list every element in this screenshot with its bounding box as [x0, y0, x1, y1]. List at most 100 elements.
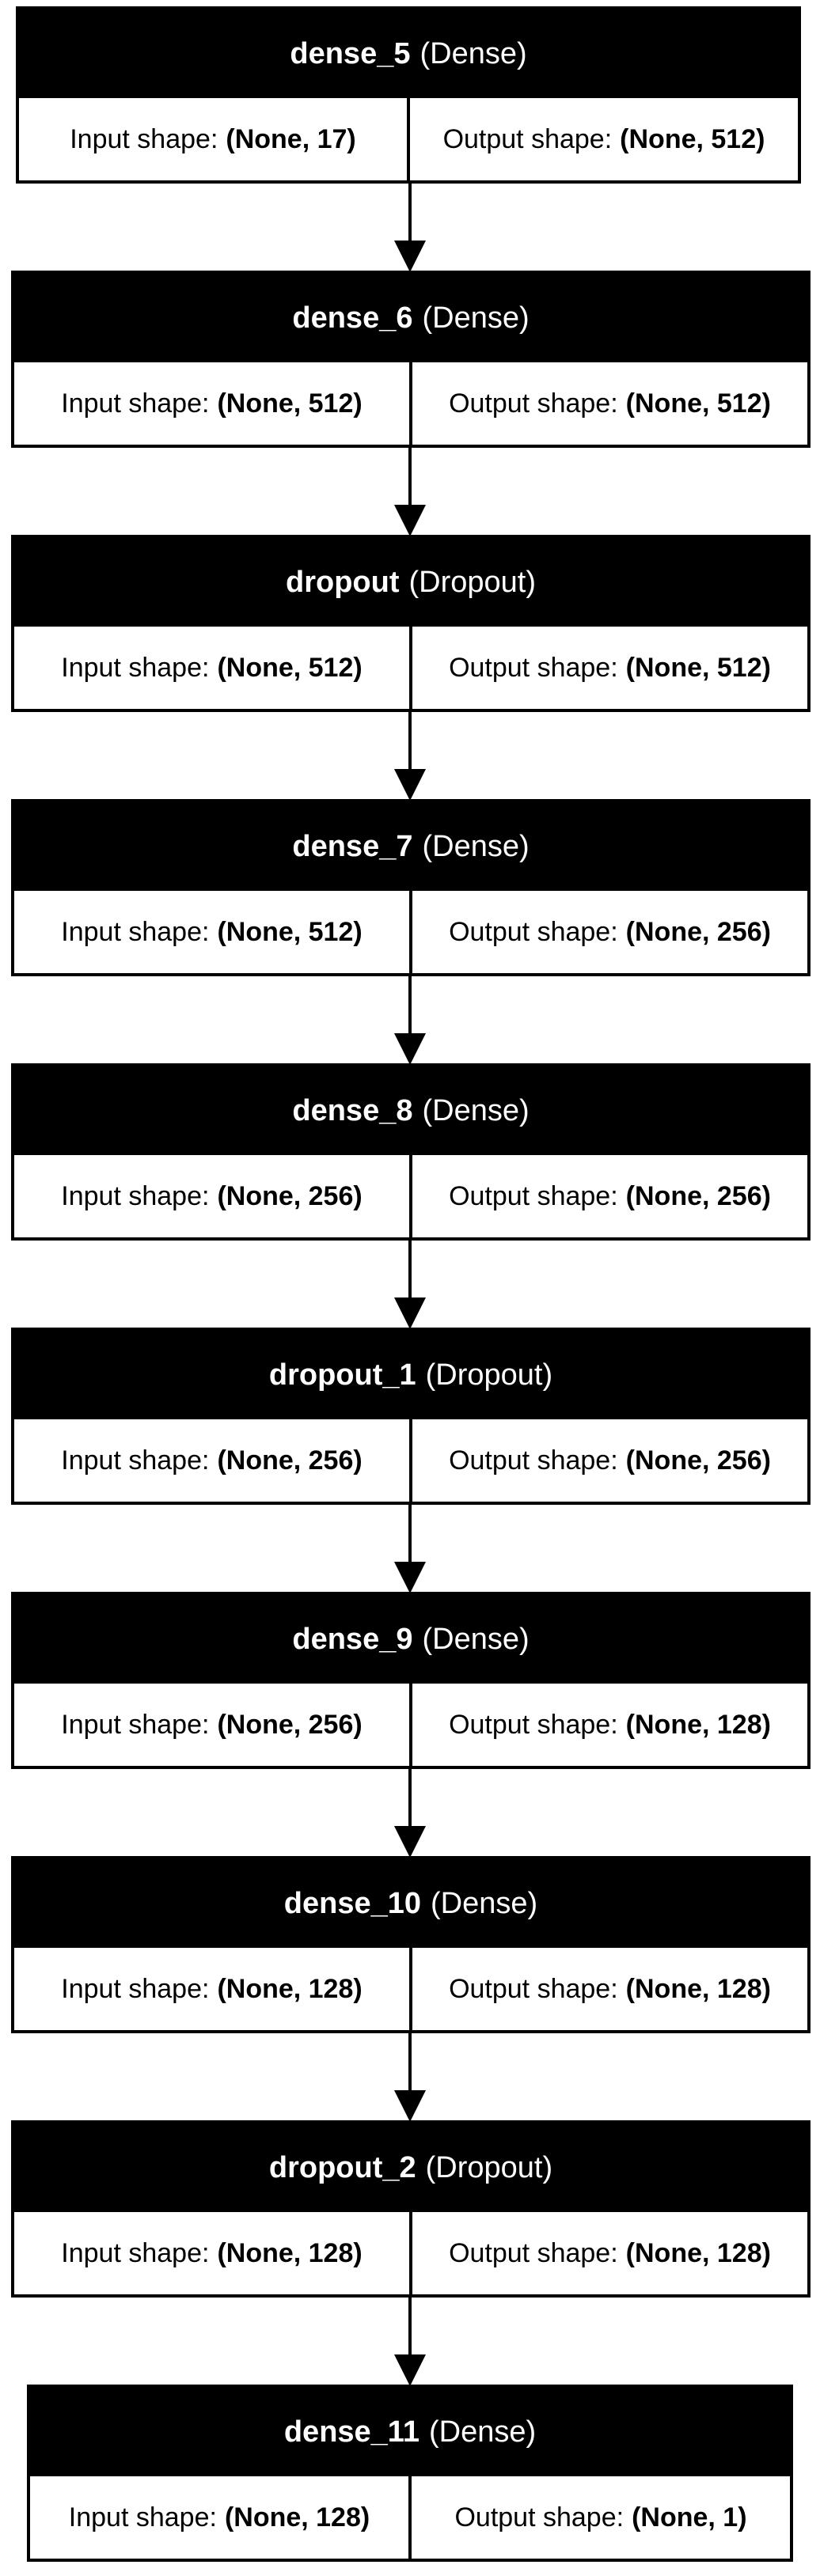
input-shape-label: Input shape: [61, 1445, 210, 1476]
output-shape-value: (None, 512) [625, 652, 771, 683]
layer-type: (Dense) [422, 301, 530, 335]
input-shape-value: (None, 128) [217, 2237, 363, 2268]
input-shape-value: (None, 512) [217, 916, 363, 947]
output-shape-value: (None, 256) [625, 1180, 771, 1211]
layer-header: dense_10(Dense) [14, 1859, 807, 1948]
layer-shapes: Input shape:(None, 128) Output shape: (Non… [30, 2476, 790, 2559]
layer-header: dense_11 (Dense) [30, 2388, 790, 2476]
layer-node: dense_10(Dense)Input shape:(None, 128)Ou… [11, 1856, 811, 2033]
output-shape-label: Output shape: [449, 2237, 618, 2268]
input-shape-label: Input shape: [61, 1973, 210, 2004]
input-shape-label: Input shape: [61, 388, 210, 419]
input-shape-cell: Input shape:(None, 256) [14, 1155, 409, 1237]
layer-shapes: Input shape:(None, 256)Output shape:(Non… [14, 1155, 807, 1237]
layer-header: dropout_1 (Dropout) [14, 1331, 807, 1419]
layer-type: (Dropout) [425, 2150, 553, 2184]
layer-node: dense_6(Dense)Input shape:(None, 512)Out… [11, 271, 811, 448]
output-shape-label: Output shape: [454, 2502, 624, 2532]
output-shape-label: Output shape: [449, 652, 618, 683]
input-shape-cell: Input shape:(None, 128) [30, 2476, 408, 2559]
layer-header: dense_9 (Dense) [14, 1595, 807, 1684]
layer-header: dropout(Dropout) [14, 538, 807, 627]
output-shape-label: Output shape: [449, 388, 618, 419]
layer-type: (Dense) [422, 1622, 530, 1656]
output-shape-cell: Output shape:(None, 512) [409, 627, 807, 709]
input-shape-label: Input shape: [68, 2502, 217, 2532]
input-shape-label: Input shape: [61, 2237, 210, 2268]
layer-shapes: Input shape:(None, 512)Output shape:(Non… [14, 627, 807, 709]
input-shape-value: (None, 256) [217, 1709, 363, 1740]
output-shape-label: Output shape: [449, 1973, 618, 2004]
layer-type: (Dense) [431, 1886, 538, 1920]
layer-header: dense_7 (Dense) [14, 802, 807, 891]
output-shape-value: (None, 1) [632, 2502, 747, 2532]
layer-node: dense_9(Dense)Input shape:(None, 256)Out… [11, 1592, 811, 1769]
layer-name: dense_9 [292, 1622, 413, 1656]
layer-name: dropout_1 [268, 1358, 416, 1392]
layer-node: dense_7(Dense)Input shape:(None, 512)Out… [11, 799, 811, 976]
output-shape-cell: Output shape:(None, 128) [409, 1948, 807, 2030]
output-shape-value: (None, 256) [625, 916, 771, 947]
output-shape-cell: Output shape:(None, 128) [409, 2212, 807, 2294]
layer-name: dense_7 [292, 829, 413, 863]
output-shape-value: (None, 512) [625, 388, 771, 419]
layer-type: (Dropout) [408, 565, 537, 599]
layer-node: dropout_1 (Dropout) Input shape: (None, 256… [11, 1328, 811, 1505]
output-shape-value: (None, 128) [625, 1973, 771, 2004]
layer-shapes: Input shape:(None, 128)Output shape:(Non… [14, 2212, 807, 2294]
layer-shapes: Input shape: (None, 17) Output shape:(None… [19, 98, 798, 180]
input-shape-label: Input shape: [61, 916, 210, 947]
output-shape-label: Output shape: [449, 916, 618, 947]
layer-shapes: Input shape:(None, 256)Output shape:(Non… [14, 1684, 807, 1766]
output-shape-label: Output shape: [442, 123, 613, 154]
output-shape-label: Output shape: [449, 1180, 618, 1211]
layer-name: dense_6 [292, 301, 413, 335]
output-shape-cell: Output shape:(None, 256) [409, 1419, 807, 1502]
output-shape-value: (None, 128) [625, 2237, 771, 2268]
output-shape-label: Output shape: [449, 1445, 618, 1476]
output-shape-value: (None, 128) [625, 1709, 771, 1740]
layer-node: dropout(Dropout)Input shape:(None, 512)O… [11, 535, 811, 712]
output-shape-label: Output shape: [449, 1709, 618, 1740]
output-shape-cell: Output shape: (None, 1) [408, 2476, 790, 2559]
output-shape-cell: Output shape:(None, 256) [409, 891, 807, 973]
layer-node: dropout_2(Dropout)Input shape:(None, 128… [11, 2120, 811, 2298]
input-shape-value: (None, 512) [217, 652, 363, 683]
layer-type: (Dense) [419, 36, 527, 70]
layer-name: dropout [285, 565, 400, 599]
layer-name: dense_8 [292, 1093, 413, 1127]
input-shape-cell: Input shape:(None, 128) [14, 1948, 409, 2030]
layer-node: dense_8(Dense)Input shape:(None, 256)Out… [11, 1063, 811, 1241]
output-shape-cell: Output shape:(None, 512) [409, 362, 807, 445]
output-shape-cell: Output shape:(None, 256) [409, 1155, 807, 1237]
input-shape-cell: Input shape:(None, 512) [14, 627, 409, 709]
layer-type: (Dense) [428, 2415, 537, 2449]
input-shape-cell: Input shape:(None, 512) [14, 891, 409, 973]
input-shape-value: (None, 17) [226, 123, 356, 154]
input-shape-value: (None, 128) [224, 2502, 370, 2532]
layer-header: dense_5(Dense) [19, 9, 798, 98]
layer-shapes: Input shape:(None, 128)Output shape:(Non… [14, 1948, 807, 2030]
input-shape-cell: Input shape:(None, 256) [14, 1684, 409, 1766]
input-shape-label: Input shape: [70, 123, 218, 154]
output-shape-cell: Output shape:(None, 128) [409, 1684, 807, 1766]
layer-name: dense_5 [290, 36, 411, 70]
input-shape-value: (None, 512) [217, 388, 363, 419]
layer-header: dense_6 (Dense) [14, 274, 807, 362]
input-shape-label: Input shape: [61, 652, 210, 683]
layer-name: dense_11 [283, 2415, 419, 2449]
input-shape-cell: Input shape: (None, 17) [19, 98, 407, 180]
layer-type: (Dense) [422, 1093, 530, 1127]
output-shape-cell: Output shape:(None, 512) [407, 98, 798, 180]
layer-shapes: Input shape: (None, 256)Output shape:(Non… [14, 1419, 807, 1502]
layer-node: dense_5(Dense) Input shape: (None, 17) Outp… [16, 6, 801, 184]
layer-shapes: Input shape:(None, 512)Output shape:(Non… [14, 362, 807, 445]
input-shape-value: (None, 256) [217, 1180, 363, 1211]
layer-header: dense_8 (Dense) [14, 1066, 807, 1155]
layer-node: dense_11(Dense)Input shape:(None, 128)Ou… [27, 2385, 793, 2562]
output-shape-value: (None, 256) [625, 1445, 771, 1476]
layer-type: (Dropout) [425, 1358, 553, 1392]
layer-type: (Dense) [422, 829, 530, 863]
